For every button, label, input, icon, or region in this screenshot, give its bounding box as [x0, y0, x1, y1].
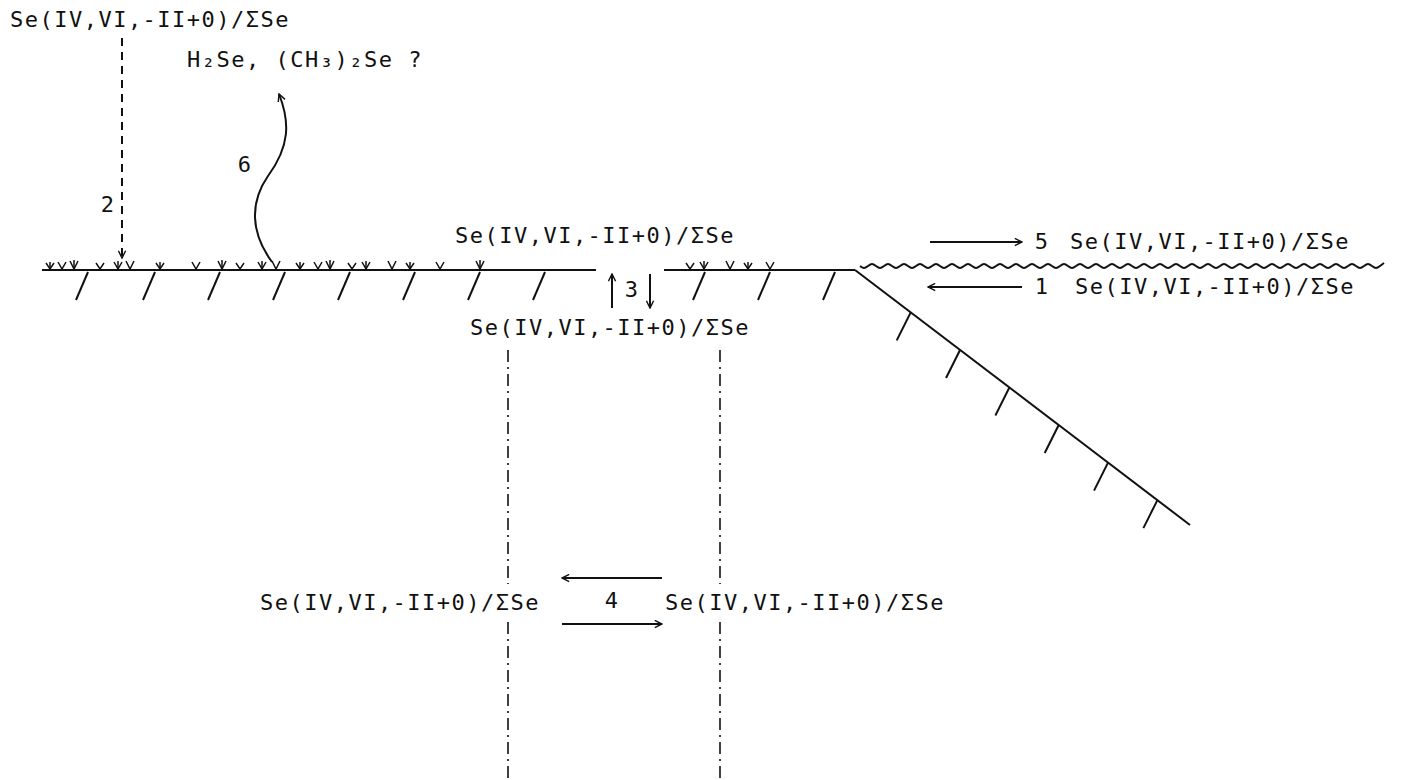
vegetation-tuft [436, 262, 444, 269]
vegetation-tuft [299, 262, 301, 269]
vegetation-tuft [258, 262, 266, 269]
species-label: Se(IV,VI,-II+0)/ΣSe [8, 8, 292, 32]
species-label: Se(IV,VI,-II+0)/ΣSe [453, 224, 737, 248]
soil-hatch [995, 388, 1009, 416]
vegetation-tuft [726, 261, 734, 269]
vegetation-tuft [96, 263, 104, 269]
vegetation-tuft [348, 263, 356, 269]
process-number: 1 [1033, 275, 1052, 299]
species-label: Se(IV,VI,-II+0)/ΣSe [1068, 230, 1352, 254]
exchange-arrow [611, 274, 613, 308]
lateral-arrow [562, 577, 662, 579]
process-number: 2 [99, 193, 118, 217]
soil-hatch [758, 272, 770, 300]
outflow-arrow [930, 241, 1022, 243]
vegetation-tuft [156, 263, 164, 269]
vegetation-tuft [272, 261, 280, 269]
vegetation-tuft [114, 262, 122, 269]
process-number: 3 [623, 278, 642, 302]
vegetation-tuft [362, 262, 370, 269]
soil-hatch [338, 272, 350, 300]
vegetation-tuft [406, 263, 414, 269]
vegetation-tuft [744, 263, 752, 269]
vegetation-tuft [46, 263, 54, 269]
soil-hatch [143, 272, 155, 300]
soil-hatch [693, 272, 705, 300]
vegetation-tuft [409, 262, 411, 269]
soil-hatch [533, 272, 545, 300]
volatilization-arrow [255, 94, 286, 262]
vegetation-tuft [479, 260, 481, 269]
species-label: Se(IV,VI,-II+0)/ΣSe [1073, 275, 1357, 299]
vegetation-tuft [58, 262, 66, 269]
profile-line [507, 622, 509, 780]
soil-surface [664, 269, 855, 271]
process-number: 4 [603, 589, 622, 613]
soil-hatch [946, 350, 960, 378]
vegetation-tuft [70, 261, 78, 269]
species-label: Se(IV,VI,-II+0)/ΣSe [258, 591, 542, 615]
soil-surface [42, 269, 596, 271]
vegetation-tuft [126, 261, 134, 269]
vegetation-tuft [700, 262, 708, 269]
profile-line [719, 622, 721, 780]
process-number: 5 [1033, 230, 1052, 254]
vegetation-tuft [296, 263, 304, 269]
soil-hatch [403, 272, 415, 300]
vegetation-tuft [476, 261, 484, 269]
inflow-arrow [928, 286, 1022, 288]
vegetation-tuft [192, 262, 200, 269]
vegetation-tuft [365, 261, 367, 269]
vegetation-tuft [73, 260, 75, 269]
soil-hatch [1045, 425, 1059, 453]
process-number: 6 [236, 153, 255, 177]
vegetation-tuft [329, 260, 331, 269]
lateral-arrow [562, 623, 662, 625]
vegetation-tuft [686, 263, 694, 269]
vegetation-tuft [261, 261, 263, 269]
soil-hatch [897, 312, 911, 340]
soil-hatch [1143, 500, 1157, 528]
vegetation-tuft [218, 261, 226, 269]
profile-line [719, 350, 721, 584]
soil-hatch [823, 272, 835, 300]
exchange-arrow [649, 274, 651, 308]
water-surface [860, 263, 1384, 268]
vegetation-tuft [703, 261, 705, 269]
vegetation-tuft [49, 262, 51, 269]
soil-hatch [76, 272, 88, 300]
vegetation-tuft [314, 262, 322, 269]
species-label: Se(IV,VI,-II+0)/ΣSe [663, 591, 947, 615]
vegetation-tuft [159, 262, 161, 269]
vegetation-tuft [747, 262, 749, 269]
vegetation-tuft [117, 261, 119, 269]
soil-hatch [468, 272, 480, 300]
deposition-arrow [121, 38, 123, 258]
vegetation-tuft [221, 260, 223, 269]
vegetation-tuft [326, 261, 334, 269]
profile-line [507, 350, 509, 584]
vegetation-tuft [236, 263, 244, 269]
volatile-species-label: H₂Se, (CH₃)₂Se ? [185, 48, 425, 72]
soil-hatch [1094, 463, 1108, 491]
vegetation-tuft [766, 262, 774, 269]
soil-hatch [273, 272, 285, 300]
vegetation-tuft [388, 261, 396, 269]
species-label: Se(IV,VI,-II+0)/ΣSe [468, 316, 752, 340]
bank-slope [855, 270, 1190, 525]
soil-hatch [208, 272, 220, 300]
